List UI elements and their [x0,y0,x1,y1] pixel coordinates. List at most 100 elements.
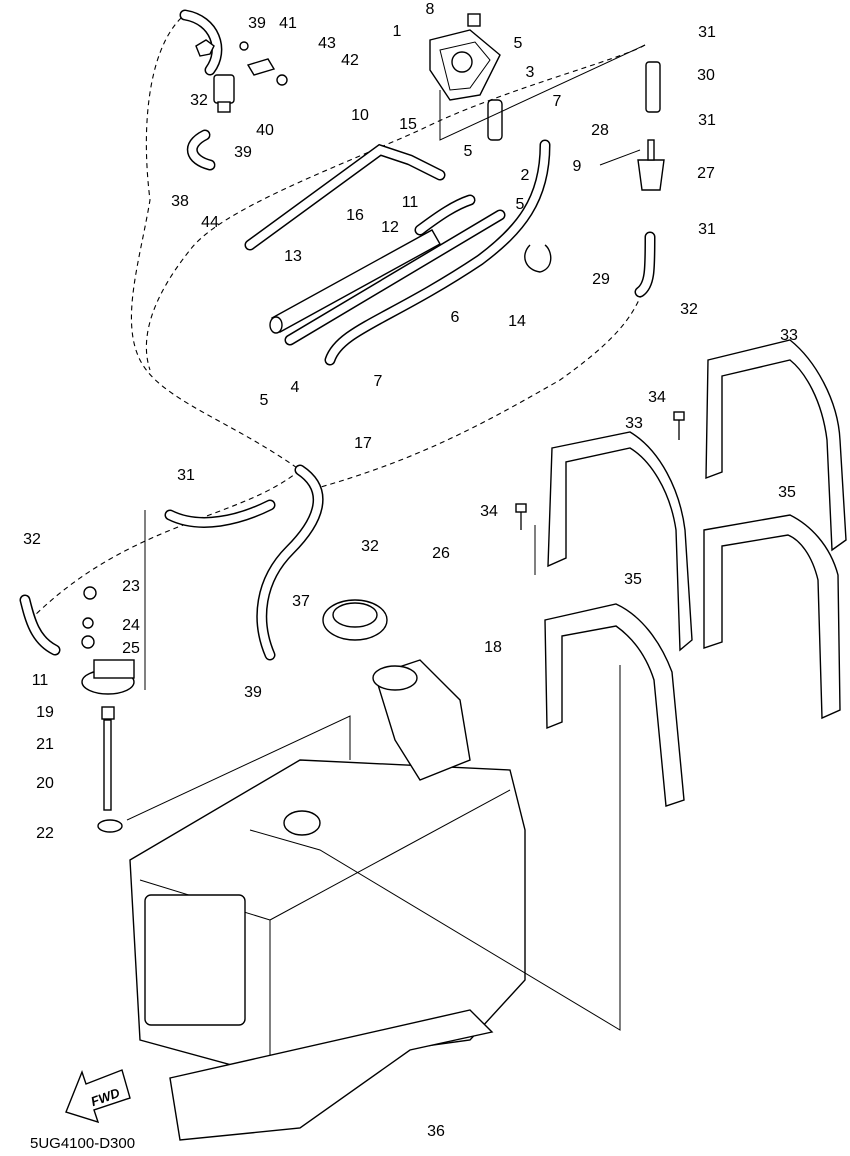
callout-c15: 15 [399,116,417,133]
callout-c25: 25 [122,640,140,657]
callout-c26: 26 [432,545,450,562]
pipe-20 [103,719,112,811]
callout-c4: 4 [291,379,300,396]
callout-c5c: 5 [516,196,525,213]
hose-37 [256,464,324,661]
callout-c23: 23 [122,578,140,595]
nut-42 [276,74,288,86]
mat-36 [169,1009,494,1141]
bolt-34-upper [673,411,685,440]
hose-3 [487,99,503,141]
hose-4 [284,209,506,346]
diagram-code: 5UG4100-D300 [30,1135,135,1152]
damper-25 [81,635,95,649]
callout-c11b: 11 [32,672,49,689]
hose-29 [634,231,656,298]
hose-10 [244,143,446,251]
clamp-43 [246,58,276,76]
callout-c35b: 35 [624,571,642,588]
strap-35-back [703,514,841,720]
washer-41 [239,41,249,51]
clamp-14 [524,244,552,273]
bolt-23 [83,586,97,600]
callout-c34b: 34 [480,503,498,520]
callout-c33b: 33 [625,415,643,432]
callout-c5d: 5 [260,392,269,409]
cap-21 [101,706,115,720]
callout-c5b: 5 [464,143,473,160]
callout-c21: 21 [36,736,54,753]
callout-c31c: 31 [698,221,716,238]
callout-c38: 38 [171,193,189,210]
callout-c35a: 35 [778,484,796,501]
callout-c32a: 32 [190,92,208,109]
routing-line-left [29,11,301,621]
callout-c44: 44 [201,214,219,231]
fuel-filter-27 [637,139,665,191]
callout-c31a: 31 [698,24,716,41]
callout-c41: 41 [279,15,297,32]
callout-c24: 24 [122,617,140,634]
callout-c1: 1 [393,23,402,40]
callout-c42: 42 [341,52,359,69]
guide-line-2 [126,715,351,821]
callout-c9: 9 [573,158,582,175]
clip-32-top [195,39,215,57]
guide-line-3 [249,665,621,1031]
strap-35-front [544,603,685,807]
washer-24 [82,617,94,629]
callout-c14: 14 [508,313,526,330]
sensor-28 [599,149,641,166]
callout-c22: 22 [36,825,54,842]
check-valve-40 [213,74,235,113]
callout-c12: 12 [381,219,399,236]
bolt-34-lower [515,503,527,530]
callout-c31b: 31 [698,112,716,129]
callout-c32b: 32 [680,301,698,318]
callout-c33a: 33 [780,327,798,344]
callout-c19: 19 [36,704,54,721]
callout-c31d: 31 [177,467,195,484]
callout-c11a: 11 [402,194,419,211]
strap-33-front [547,431,693,652]
callout-c16: 16 [346,207,364,224]
o-ring-22 [97,819,123,833]
vent-hose-38 [179,9,223,171]
fuel-cap-26 [322,599,388,641]
callout-c3: 3 [526,64,535,81]
callout-c40: 40 [256,122,274,139]
fuel-tank-18 [129,659,526,1071]
callout-c20: 20 [36,775,54,792]
callout-c36: 36 [427,1123,445,1140]
callout-c10: 10 [351,107,369,124]
callout-c43: 43 [318,35,336,52]
callout-c5a: 5 [514,35,523,52]
fwd-arrow-icon: FWD [65,1069,131,1124]
callout-c8: 8 [426,1,435,18]
callout-c2: 2 [521,167,530,184]
callout-c7b: 7 [374,373,383,390]
callout-c17: 17 [354,435,372,452]
callout-c37: 37 [292,593,310,610]
callout-c29: 29 [592,271,610,288]
callout-c34a: 34 [648,389,666,406]
hose-13 [269,229,441,334]
hose-left-32 [19,594,61,656]
hose-30 [645,61,661,113]
callout-c32d: 32 [361,538,379,555]
callout-c7a: 7 [553,93,562,110]
hose-31-breather [164,499,276,528]
fuel-pump-bracket-1 [429,13,501,101]
strap-33-back [705,339,847,552]
hose-12 [414,194,476,236]
gauge-sender-19 [81,659,135,695]
callout-c30: 30 [697,67,715,84]
callout-c28: 28 [591,122,609,139]
callout-c18: 18 [484,639,502,656]
hose-6 [324,139,551,366]
callout-c32c: 32 [23,531,41,548]
callout-c39a: 39 [248,15,266,32]
callout-c13: 13 [284,248,302,265]
